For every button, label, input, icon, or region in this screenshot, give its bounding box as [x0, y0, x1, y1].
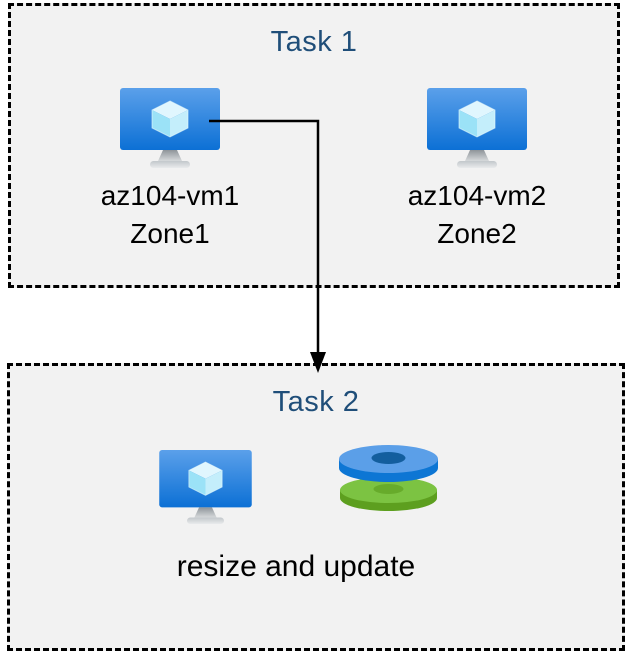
virtual-machine-icon: [426, 88, 528, 168]
task2-title: Task 2: [272, 386, 360, 418]
vm-group-az104-vm1: az104-vm1 Zone1: [60, 88, 280, 253]
virtual-machine-icon: [158, 450, 253, 524]
virtual-machine-icon: [119, 88, 221, 168]
task1-box: Task 1 az104-vm1 Zone1 az104-vm2 Zone2: [8, 3, 620, 288]
managed-disks-icon: [337, 443, 440, 513]
vm-group-az104-vm2: az104-vm2 Zone2: [367, 88, 587, 253]
vm2-zone: Zone2: [437, 218, 517, 249]
vm2-label: az104-vm2 Zone2: [408, 177, 547, 253]
task1-title: Task 1: [270, 26, 358, 58]
vm1-zone: Zone1: [130, 218, 210, 249]
vm2-name: az104-vm2: [407, 180, 547, 211]
vm1-name: az104-vm1: [100, 180, 240, 211]
task2-box: Task 2: [7, 363, 625, 651]
vm1-label: az104-vm1 Zone1: [101, 177, 240, 253]
task2-caption: resize and update: [176, 550, 416, 583]
